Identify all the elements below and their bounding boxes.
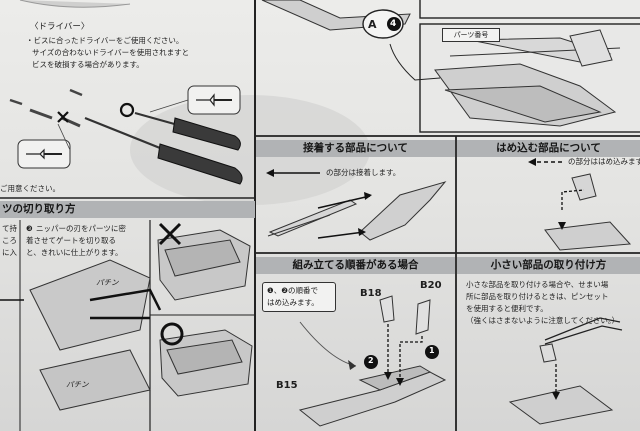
glue-note: の部分は接着します。 <box>326 168 401 177</box>
o-mark-nipper <box>160 322 184 346</box>
left-cut-char-3: に入 <box>2 248 17 257</box>
order-note-1: ❶、❷の順番で <box>267 286 318 295</box>
step-2-number: 2 <box>368 356 374 365</box>
top-arc-fragment <box>19 0 131 8</box>
screwdriver-illustration <box>9 88 243 185</box>
pressfit-note: の部分ははめ込みます。 <box>568 157 640 166</box>
small-parts-text-2: 所に部品を取り付けるときは、ピンセット <box>466 292 609 301</box>
part-illustration-top <box>261 0 621 127</box>
nipper-text-3: と、きれいに仕上がります。 <box>26 248 123 257</box>
nipper-step-number: ❸ <box>26 224 33 233</box>
pressfit-illustration <box>544 173 632 251</box>
sfx-snip-2: パチン <box>66 380 89 389</box>
part-b18-label: B18 <box>360 288 382 299</box>
top-right-panel <box>419 0 640 19</box>
glue-section-heading: 接着する部品について <box>256 140 455 157</box>
cut-method-heading: ツの切り取り方 <box>0 201 255 218</box>
assembly-order-illustration <box>298 295 447 427</box>
o-mark-driver <box>119 102 135 118</box>
nipper-text-1: ニッパーの刃をパーツに密 <box>36 224 126 233</box>
left-cut-char-1: て持 <box>2 224 17 233</box>
step-1-number: 1 <box>429 346 435 355</box>
parts-number-label: パーツ番号 <box>442 28 500 42</box>
part-b20-label: B20 <box>420 280 442 291</box>
driver-text-2: サイズの合わないドライバーを使用されますと <box>32 48 190 57</box>
callout-number: 4 <box>390 19 397 29</box>
small-parts-text-4: （強くはさまないように注意してください。） <box>466 316 620 325</box>
callout-letter: A <box>368 18 377 31</box>
small-parts-section-heading: 小さい部品の取り付け方 <box>457 257 640 274</box>
order-note-box: ❶、❷の順番で はめ込みます。 <box>262 282 336 312</box>
glue-parts-illustration <box>267 181 447 241</box>
small-parts-text-1: 小さな部品を取り付ける場合や、せまい場 <box>466 280 609 289</box>
driver-text-3: ビスを破損する場合があります。 <box>32 60 144 69</box>
step-2-badge <box>364 355 378 369</box>
sfx-snip-1: パチン <box>96 278 119 287</box>
callout-bubble <box>362 9 404 39</box>
part-b15-label: B15 <box>276 380 298 391</box>
driver-heading: 〈ドライバー〉 <box>30 22 90 32</box>
step-1-badge <box>425 345 439 359</box>
left-cut-char-2: ころ <box>2 236 17 245</box>
order-section-heading: 組み立てる順番がある場合 <box>256 257 455 274</box>
order-note-2: はめ込みます。 <box>267 298 319 307</box>
nipper-illustration <box>0 229 253 411</box>
driver-text-1: ・ビスに合ったドライバーをご使用ください。 <box>26 36 184 45</box>
tweezers-illustration <box>508 317 623 425</box>
small-parts-text-3: を使用すると便利です。 <box>466 304 548 313</box>
prepare-text: ご用意ください。 <box>0 184 60 193</box>
pressfit-section-heading: はめ込む部品について <box>457 140 640 157</box>
nipper-text-2: 着させてゲートを切り取る <box>26 236 116 245</box>
